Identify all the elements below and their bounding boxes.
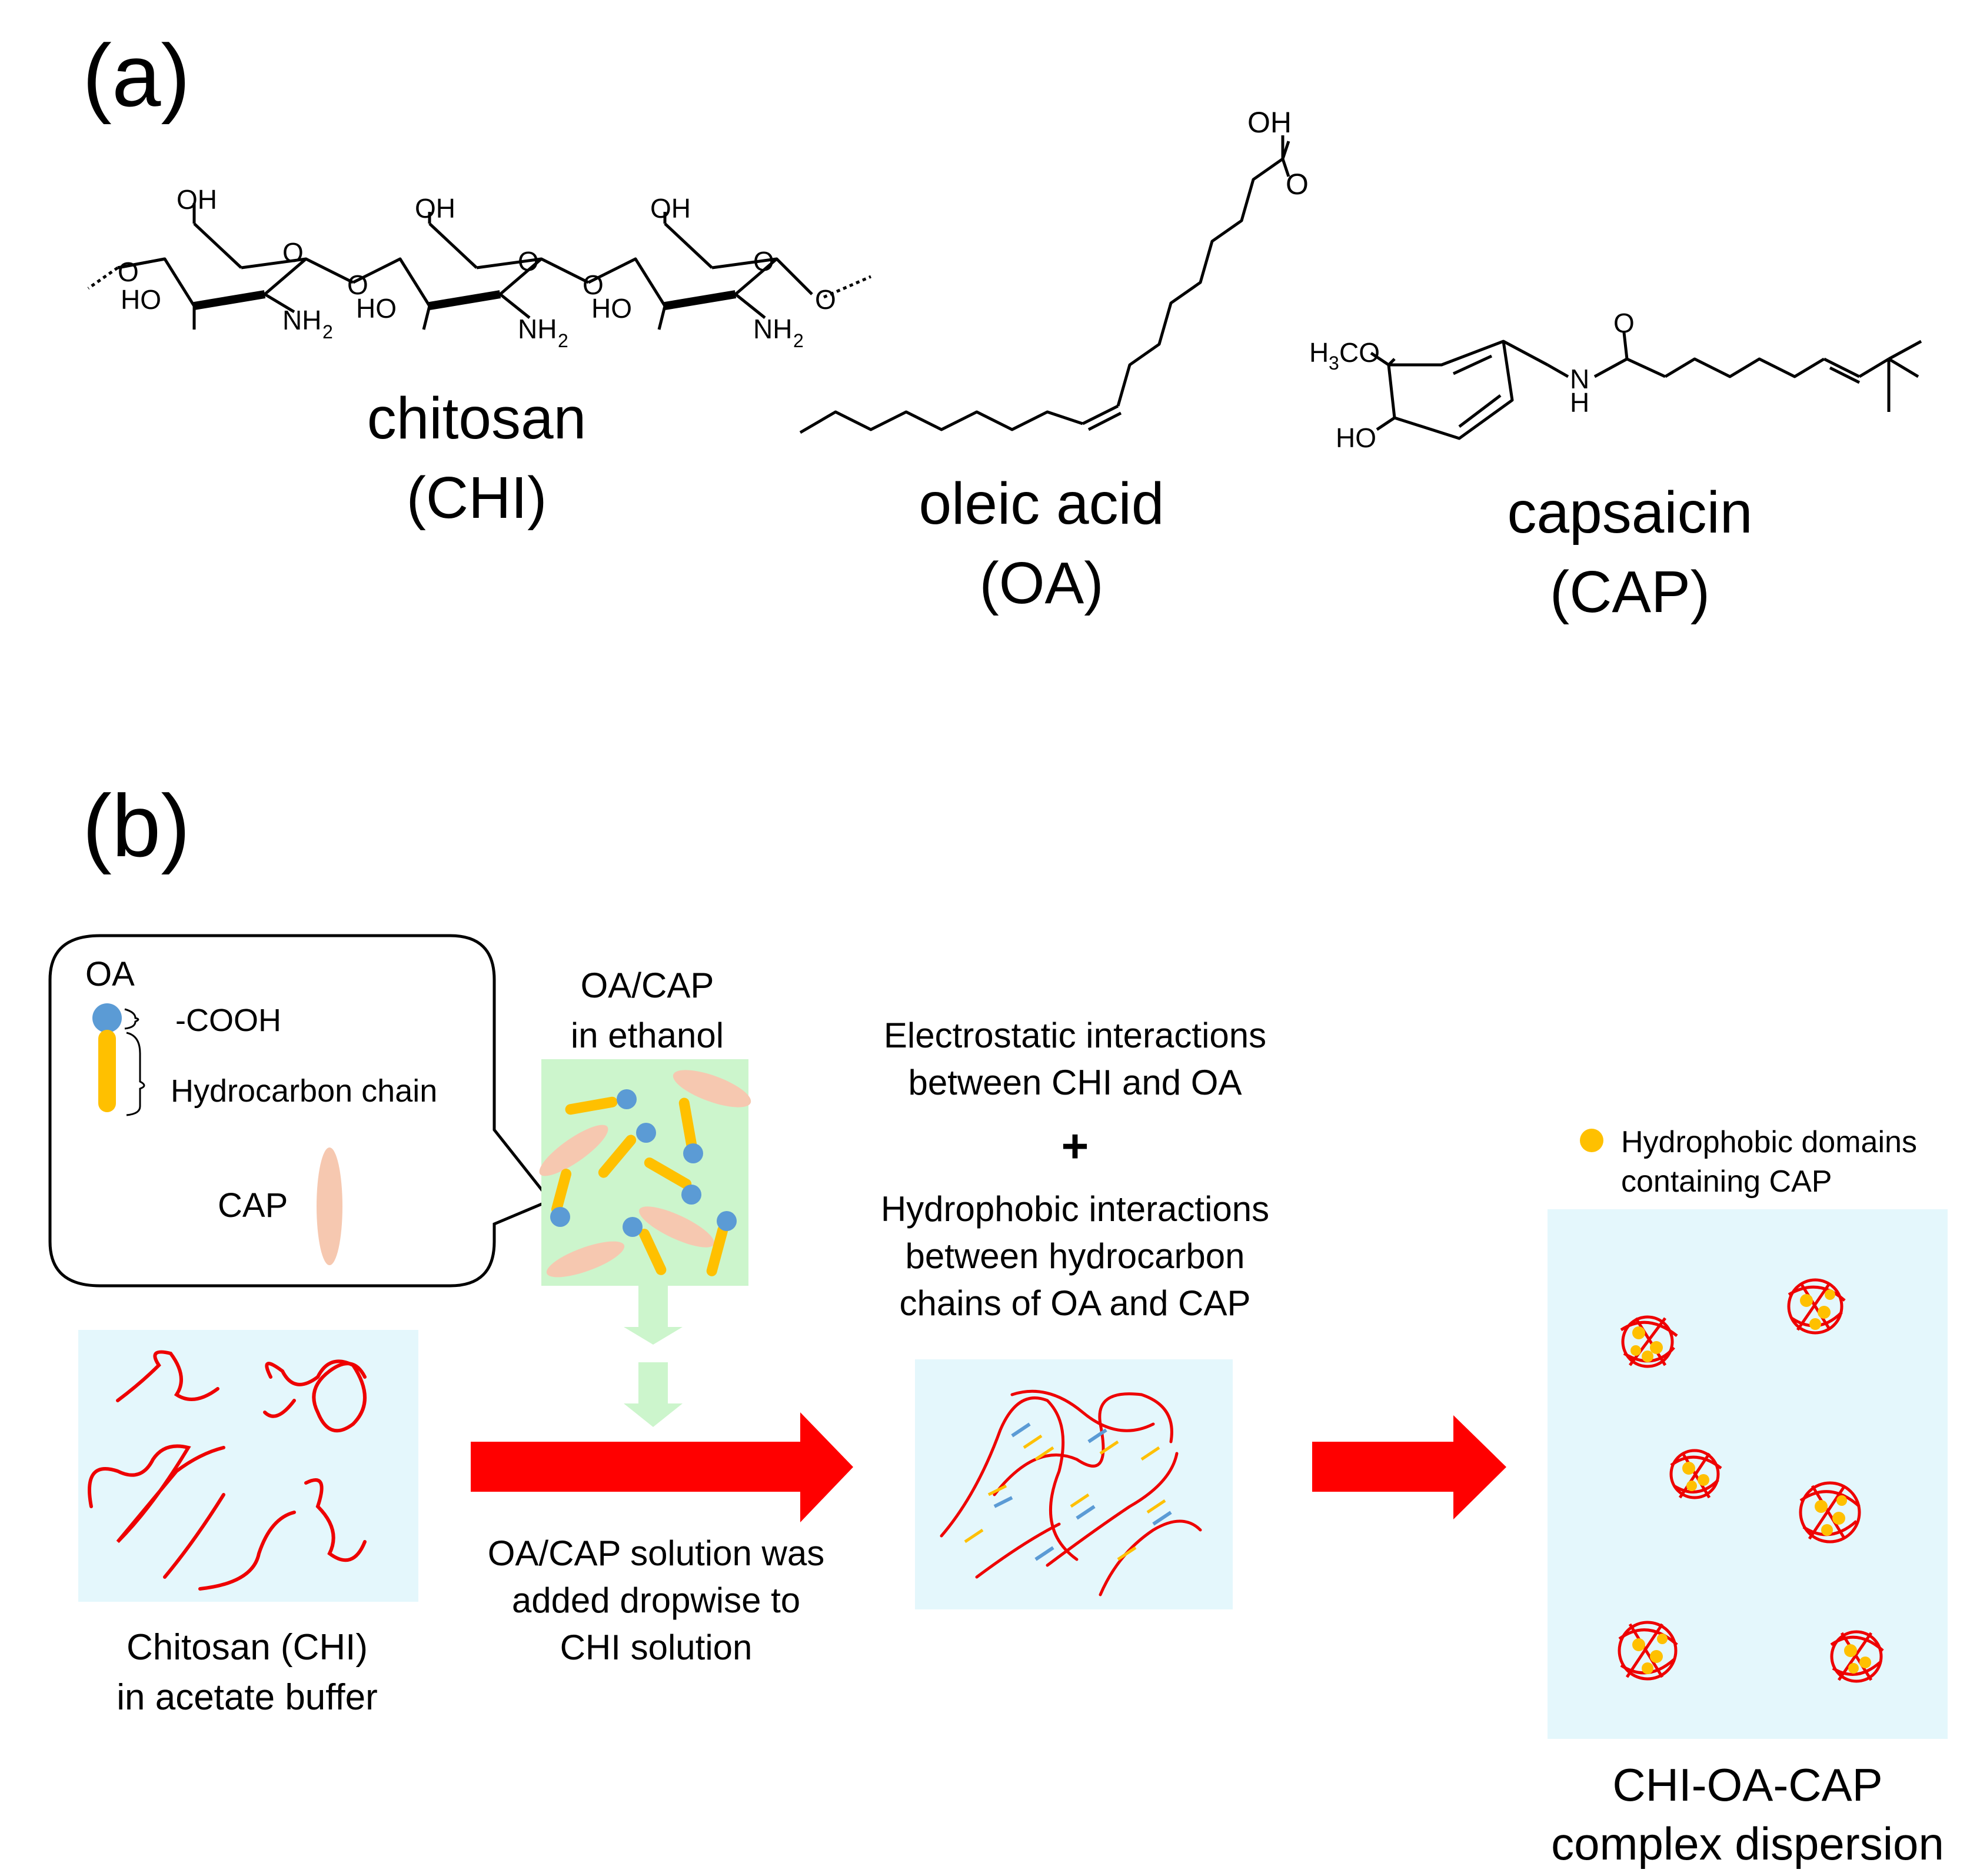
ethanol-molecules — [539, 1070, 751, 1278]
drop-arrow-1 — [624, 1286, 683, 1345]
complex-bound-oa — [964, 1422, 1172, 1561]
chitosan-box-caption-1: Chitosan (CHI) — [127, 1627, 368, 1668]
svg-text:CO: CO — [1339, 337, 1380, 368]
chitosan-name: chitosan — [367, 385, 586, 451]
complex-forming-box — [915, 1359, 1233, 1609]
capsaicin-name: capsaicin — [1508, 480, 1753, 545]
svg-text:O: O — [118, 257, 139, 287]
chitosan-ring-3 — [587, 212, 872, 330]
capsaicin-atom-labels: H 3 CO HO N H O — [1309, 308, 1635, 453]
cooh-head-icon — [92, 1003, 122, 1033]
svg-text:O: O — [282, 237, 304, 268]
dispersion-box — [1548, 1209, 1948, 1739]
drop-arrow-2 — [624, 1362, 683, 1427]
svg-text:NH: NH — [518, 314, 557, 344]
svg-text:OH: OH — [415, 193, 455, 224]
dropwise-arrows — [624, 1286, 683, 1427]
chitosan-abbr: (CHI) — [407, 465, 547, 531]
panel-b-label: (b) — [82, 776, 190, 875]
oleic-acid-structure — [799, 135, 1290, 434]
svg-text:O: O — [583, 270, 604, 300]
oleic-acid-name: oleic acid — [919, 471, 1164, 537]
svg-text:O: O — [1286, 168, 1309, 201]
result-caption-1: CHI-OA-CAP — [1612, 1759, 1882, 1811]
chitosan-atom-labels: OH O O HO NH 2 O OH O HO NH 2 O OH O HO … — [118, 184, 836, 351]
svg-text:HO: HO — [1336, 423, 1376, 453]
oleic-acid-abbr: (OA) — [979, 550, 1103, 616]
chitosan-structure — [87, 203, 872, 330]
chitosan-buffer-box — [78, 1330, 418, 1602]
svg-text:O: O — [518, 246, 539, 277]
hydrophobic-domain-icon — [1580, 1129, 1603, 1152]
process-arrow-2 — [1312, 1415, 1506, 1519]
hydrocarbon-chain-icon — [98, 1030, 116, 1112]
legend-callout — [48, 934, 553, 1288]
svg-text:HO: HO — [356, 293, 397, 324]
interactions-plus: + — [1061, 1120, 1089, 1172]
chitosan-box-caption-2: in acetate buffer — [117, 1677, 378, 1718]
complex-particle-6 — [1830, 1630, 1884, 1683]
complex-particle-3 — [1669, 1449, 1722, 1499]
svg-text:OH: OH — [650, 193, 691, 224]
svg-text:2: 2 — [793, 330, 804, 351]
cooh-brace — [124, 1008, 139, 1030]
svg-text:HO: HO — [121, 284, 161, 315]
svg-text:O: O — [1613, 308, 1635, 338]
oacap-box-title-1: OA/CAP — [581, 966, 714, 1005]
interactions-line-5: chains of OA and CAP — [899, 1283, 1250, 1323]
capsaicin-structure — [1370, 332, 1922, 440]
oleic-acid-atom-labels: OH O — [1247, 106, 1309, 201]
interactions-line-3: Hydrophobic interactions — [881, 1189, 1269, 1229]
legend-cooh-label: -COOH — [175, 1003, 281, 1038]
svg-text:OH: OH — [177, 184, 217, 215]
legend-cap-label: CAP — [218, 1186, 288, 1225]
arrow1-caption-1: OA/CAP solution was — [488, 1534, 825, 1573]
arrow1-caption-3: CHI solution — [560, 1628, 753, 1667]
legend-oa-title: OA — [85, 955, 135, 993]
svg-text:NH: NH — [282, 305, 321, 335]
capsaicin-abbr: (CAP) — [1550, 559, 1710, 625]
svg-text:H: H — [1570, 387, 1589, 418]
panel-a-label: (a) — [82, 26, 190, 125]
svg-text:O: O — [815, 284, 836, 315]
svg-text:H: H — [1309, 337, 1329, 368]
result-caption-2: complex dispersion — [1551, 1818, 1944, 1870]
chitosan-chains — [88, 1350, 367, 1591]
svg-text:O: O — [753, 246, 774, 277]
chitosan-ring-2 — [352, 212, 590, 330]
result-legend-line-2: containing CAP — [1621, 1165, 1832, 1199]
svg-text:HO: HO — [591, 293, 632, 324]
interactions-line-2: between CHI and OA — [909, 1063, 1242, 1102]
svg-text:N: N — [1570, 364, 1589, 394]
svg-text:NH: NH — [753, 314, 792, 344]
interactions-line-1: Electrostatic interactions — [884, 1016, 1266, 1055]
svg-text:2: 2 — [322, 321, 333, 342]
chitosan-ring-1 — [87, 203, 354, 330]
legend-chain-label: Hydrocarbon chain — [171, 1073, 437, 1109]
svg-text:OH: OH — [1247, 106, 1292, 139]
svg-text:3: 3 — [1329, 352, 1339, 374]
svg-text:2: 2 — [558, 330, 568, 351]
interactions-line-4: between hydrocarbon — [905, 1236, 1244, 1276]
chain-brace — [126, 1032, 145, 1116]
arrow1-caption-2: added dropwise to — [512, 1581, 800, 1620]
complex-chains — [940, 1389, 1202, 1596]
svg-text:O: O — [347, 270, 368, 300]
oacap-box-title-2: in ethanol — [571, 1016, 724, 1055]
cap-icon — [317, 1147, 342, 1265]
result-legend-line-1: Hydrophobic domains — [1621, 1125, 1917, 1159]
complex-particle-domains — [1630, 1289, 1871, 1674]
process-arrow-1 — [471, 1412, 853, 1522]
